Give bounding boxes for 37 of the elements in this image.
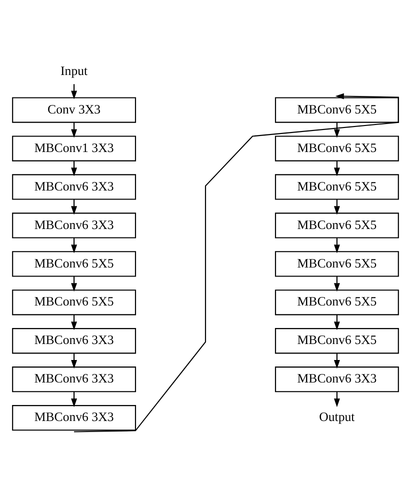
node-box: MBConv6 5X5: [274, 289, 399, 315]
node-box: MBConv6 3X3: [12, 404, 136, 430]
node-box: MBConv6 5X5: [274, 96, 399, 122]
arrow: [71, 276, 78, 292]
arrow: [71, 314, 78, 330]
node-box: MBConv6 3X3: [12, 328, 136, 354]
arrow: [71, 84, 78, 99]
arrow: [334, 314, 340, 330]
node-box: MBConv6 5X5: [274, 135, 399, 161]
arrow: [71, 391, 78, 407]
node-text: Output: [319, 410, 355, 424]
arrow: [71, 160, 78, 176]
node-box: Conv 3X3: [12, 96, 136, 122]
node-box: MBConv6 3X3: [12, 174, 136, 200]
node-box: MBConv6 5X5: [274, 212, 399, 238]
node-box: MBConv1 3X3: [12, 135, 136, 161]
node-box: MBConv6 5X5: [274, 250, 399, 276]
arrow: [334, 238, 340, 253]
node-box: MBConv6 5X5: [274, 328, 399, 354]
arrow: [334, 160, 340, 176]
arrow: [334, 391, 340, 407]
node-text: Input: [60, 63, 88, 78]
node-box: MBConv6 5X5: [274, 174, 399, 200]
node-box: MBConv6 3X3: [12, 212, 136, 238]
arrow: [334, 122, 340, 138]
arrow: [71, 199, 78, 214]
arrow: [334, 276, 340, 292]
arrow: [71, 352, 78, 368]
arrow: [71, 122, 78, 138]
arrow: [71, 238, 78, 253]
node-box: MBConv6 3X3: [274, 366, 399, 392]
node-box: MBConv6 5X5: [12, 250, 136, 276]
arrow: [334, 352, 340, 368]
node-box: MBConv6 5X5: [12, 289, 136, 315]
arrow: [74, 92, 399, 432]
node-box: MBConv6 3X3: [12, 366, 136, 392]
arrow: [334, 199, 340, 214]
